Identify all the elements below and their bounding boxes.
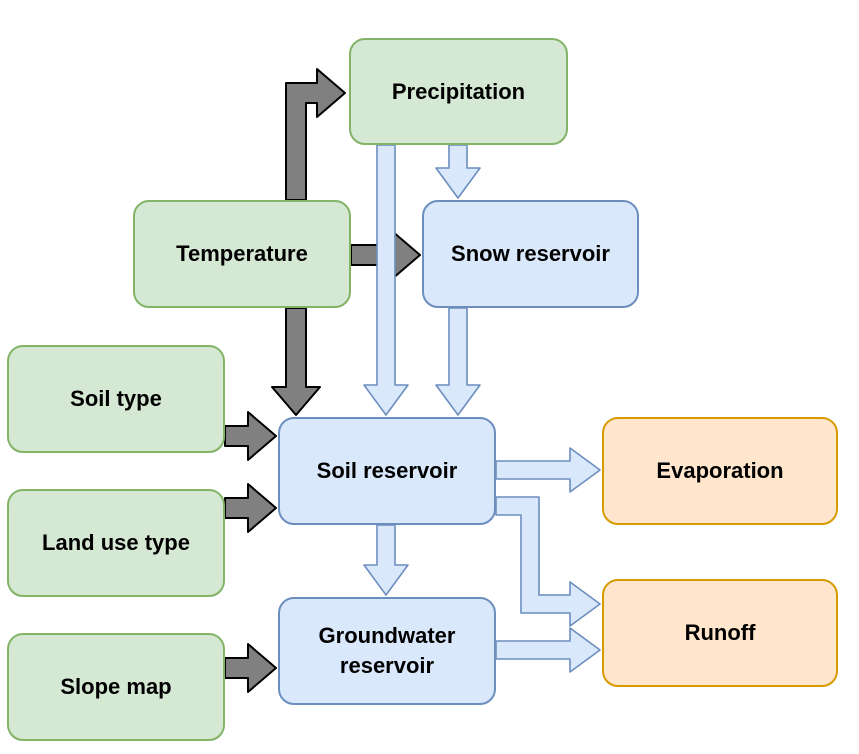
arrow-soil-reservoir-to-evaporation [495,447,601,493]
arrow-temperature-to-precipitation [285,68,346,201]
arrow-land-use-type-to-soil-reservoir [224,483,277,533]
arrow-slope-map-to-groundwater-reservoir [224,643,277,693]
arrow-soil-reservoir-to-runoff [495,496,601,627]
arrow-precipitation-to-snow-reservoir [435,144,481,199]
arrow-groundwater-reservoir-to-runoff [495,627,601,673]
node-evaporation: Evaporation [602,417,838,525]
node-precipitation: Precipitation [349,38,568,145]
node-soil-reservoir-label: Soil reservoir [316,458,458,483]
arrow-snow-reservoir-to-soil-reservoir [435,307,481,416]
node-temperature-label: Temperature [176,241,308,266]
node-land-use-type-label: Land use type [42,530,190,555]
node-soil-reservoir: Soil reservoir [278,417,496,525]
node-soil-type: Soil type [7,345,225,453]
node-temperature: Temperature [133,200,351,308]
node-soil-type-label: Soil type [70,386,162,411]
node-precipitation-label: Precipitation [391,78,526,104]
node-slope-map: Slope map [7,633,225,741]
node-runoff-label: Runoff [684,620,756,645]
node-snow-reservoir-label: Snow reservoir [451,241,610,266]
arrow-temperature-to-soil-reservoir [271,307,321,416]
node-groundwater-reservoir: Groundwater reservoir [278,597,496,705]
node-land-use-type: Land use type [7,489,225,597]
arrow-precipitation-to-soil-reservoir [363,144,409,416]
node-snow-reservoir: Snow reservoir [422,200,639,308]
node-runoff: Runoff [602,579,838,687]
node-slope-map-label: Slope map [60,674,172,699]
node-evaporation-label: Evaporation [656,458,784,483]
arrow-soil-reservoir-to-groundwater-reservoir [363,524,409,596]
node-groundwater-reservoir-label: Groundwater reservoir [318,623,456,678]
arrow-soil-type-to-soil-reservoir [224,411,277,461]
